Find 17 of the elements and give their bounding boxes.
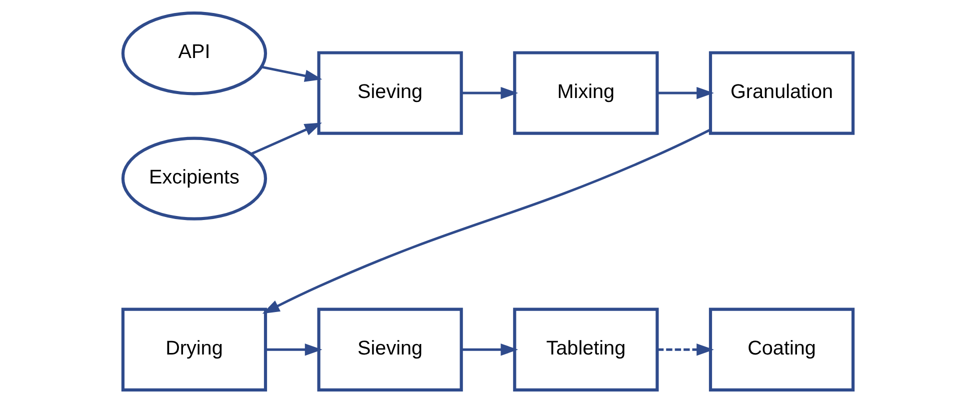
node-box: Mixing [512,51,658,135]
arrow [265,344,322,356]
arrow [461,86,518,100]
node-box: Coating [708,308,854,392]
node-box: Drying [120,308,267,392]
arrow [262,128,710,314]
arrow [657,344,714,356]
node-box: Tableting [512,308,658,392]
arrow [250,122,322,156]
node-box: Sieving [316,308,462,392]
arrow [461,344,518,356]
node-ellipse: Excipients [120,136,267,220]
arrow [260,66,322,82]
arrow [657,86,714,100]
node-box: Sieving [316,51,462,135]
node-box: Granulation [708,51,854,135]
node-ellipse: API [120,12,267,96]
